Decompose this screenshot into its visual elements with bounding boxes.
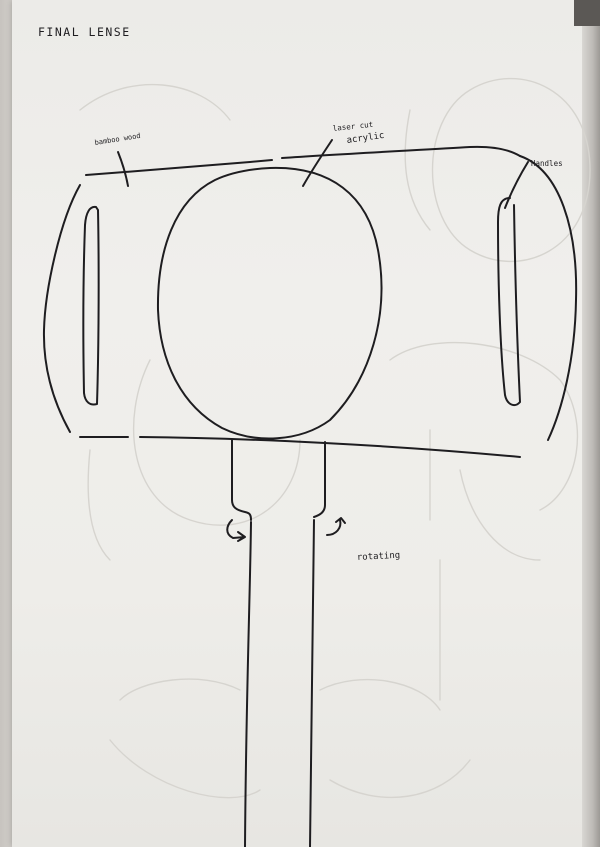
bamboo-leader-line [118, 152, 128, 186]
rotating-label: rotating [357, 551, 401, 563]
handles-leader-line [505, 162, 528, 208]
stem-collar-right [314, 442, 325, 517]
rotation-arrow-right [327, 518, 345, 535]
frame-right-side [520, 156, 576, 440]
acrylic-lens-circle [158, 168, 381, 439]
stem-collar-left [232, 440, 251, 520]
frame-left-side [44, 185, 80, 432]
stem-right-edge [310, 520, 314, 847]
stem-left-edge [245, 522, 251, 847]
acrylic-label: acrylic [346, 131, 385, 146]
right-handle [498, 198, 520, 405]
bamboo-wood-label: bamboo wood [94, 132, 141, 147]
page-title: FINAL LENSE [38, 25, 131, 39]
handles-label: Handles [531, 159, 563, 168]
laser-cut-label: laser cut [332, 120, 373, 133]
left-handle [83, 207, 98, 405]
